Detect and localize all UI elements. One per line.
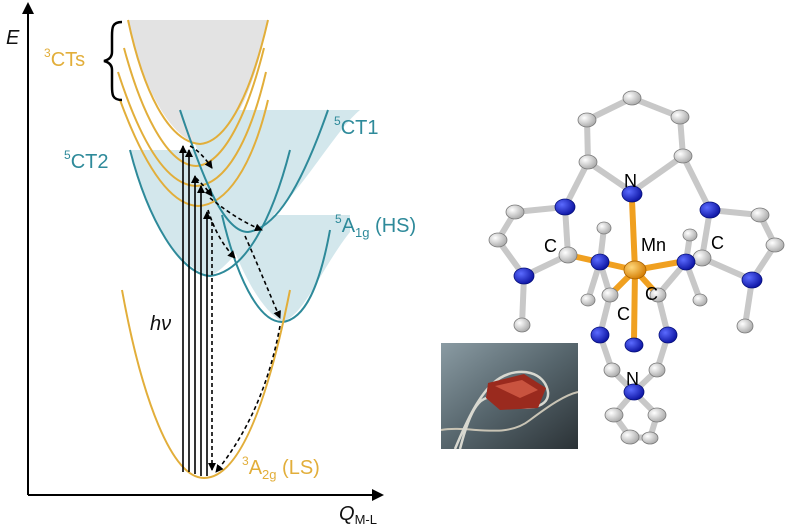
ct3-curves <box>117 19 269 208</box>
ct3-brace <box>103 20 123 102</box>
ct3-curve-1 <box>127 19 269 146</box>
atom-label-c-center: C <box>645 284 658 304</box>
atom-label-c-lower: C <box>617 304 630 324</box>
ct5-curves <box>129 109 331 324</box>
diagram-labels: E QM-L 3CTs 5CT1 5CT2 5A1g (HS) 3A2g (LS… <box>6 27 416 526</box>
ct3-label: 3CTs <box>44 46 85 71</box>
relax-arrow-7 <box>215 325 281 473</box>
atom-labels: N Mn C C C C N <box>544 171 724 389</box>
crystal-photo <box>440 343 579 450</box>
atom-label-c-right: C <box>711 233 724 253</box>
ct3-curve-4 <box>119 99 269 208</box>
hs-label: 5A1g (HS) <box>335 212 416 240</box>
relax-arrow-1 <box>189 145 213 169</box>
relax-arrow-4 <box>207 209 236 259</box>
nitrogen-atoms <box>513 185 763 401</box>
atom-label-mn: Mn <box>641 235 666 255</box>
carbon-atoms <box>488 90 785 445</box>
shaded-wells <box>128 20 360 322</box>
axes <box>22 2 384 501</box>
relaxation-arrows <box>189 145 281 473</box>
x-axis-arrowhead <box>372 489 384 501</box>
ct1-curve <box>179 109 329 234</box>
y-axis-arrowhead <box>22 2 34 14</box>
ct3-curve-2 <box>123 47 265 168</box>
ct1-label: 5CT1 <box>334 114 378 139</box>
atom-label-n-bottom: N <box>626 369 639 389</box>
ls-label: 3A2g (LS) <box>242 454 320 482</box>
relax-arrow-2 <box>195 177 213 197</box>
manganese-atom <box>623 260 647 280</box>
atom-label-n-top: N <box>624 171 637 191</box>
atom-label-c-left: C <box>544 236 557 256</box>
hv-label: hν <box>150 313 171 335</box>
relax-arrow-3 <box>209 197 263 232</box>
y-axis-label: E <box>6 27 20 49</box>
ct3-curve-3 <box>117 71 267 188</box>
excitation-arrows <box>179 145 211 476</box>
relax-arrow-5 <box>244 235 281 319</box>
photo-crystal-highlight <box>495 380 538 398</box>
ct2-label: 5CT2 <box>64 148 108 173</box>
photo-loop <box>453 370 550 450</box>
hs-curve <box>221 214 331 324</box>
x-axis-label: QM-L <box>339 503 377 526</box>
ct2-curve <box>129 149 291 278</box>
ls-curve <box>121 289 291 480</box>
